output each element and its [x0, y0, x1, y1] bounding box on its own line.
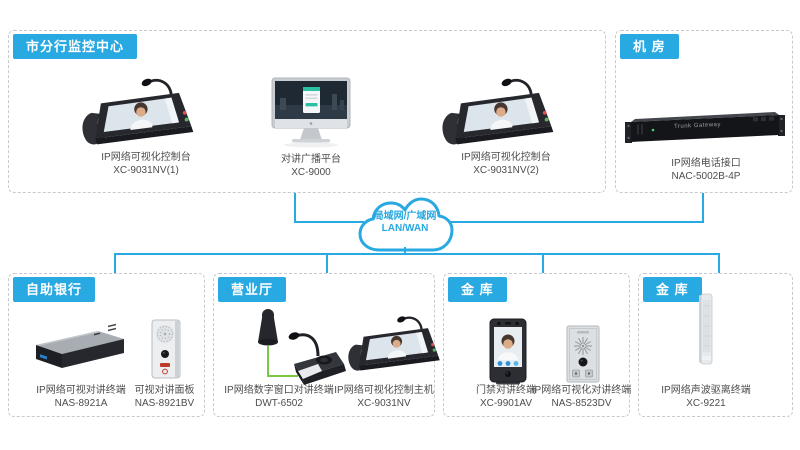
device-caption: IP网络可视化对讲终端 NAS-8523DV: [524, 384, 639, 410]
intercom-console-icon: [429, 71, 569, 151]
connection-line-center-down: [294, 193, 296, 223]
group-monitoring-center: 市分行监控中心 IP网络可视化控制台 XC-9031NV(1) 对讲广播平台 X…: [8, 30, 606, 193]
connection-line-machineroom-down: [702, 193, 704, 223]
intercom-terminal-box-icon: [24, 319, 134, 377]
broadcast-platform-monitor-icon: [256, 76, 366, 150]
device-model: NAS-8921BV: [134, 398, 195, 409]
group-business-hall-label: 营业厅: [218, 277, 287, 302]
device-name: 对讲广播平台: [281, 154, 341, 165]
connection-line-to-cloud-left: [294, 221, 364, 223]
device-name: 可视对讲面板: [134, 385, 195, 396]
device-model: NAS-8921A: [54, 398, 108, 409]
device-model: NAS-8523DV: [551, 398, 612, 409]
device-name: IP网络数字窗口对讲终端: [224, 385, 334, 396]
device-model: NAC-5002B-4P: [671, 171, 741, 182]
device-name: IP网络可视化控制主机: [334, 385, 434, 396]
lan-wan-cloud: 局域网/广域网 LAN/WAN: [355, 196, 455, 258]
cloud-icon: [358, 197, 454, 252]
group-self-bank-label: 自助银行: [13, 277, 96, 302]
cloud-label-line2: LAN/WAN: [381, 223, 429, 234]
cloud-label-line1: 局域网/广域网: [373, 211, 437, 222]
group-machine-room-label: 机 房: [620, 34, 679, 59]
connection-drop-selfbank: [114, 253, 116, 273]
group-vault-2-label: 金 库: [643, 277, 702, 302]
device-caption: IP网络数字窗口对讲终端 DWT-6502: [219, 384, 339, 410]
device-caption: 可视对讲面板 NAS-8921BV: [112, 384, 217, 410]
device-model: XC-9901AV: [479, 398, 533, 409]
group-machine-room: 机 房 Trunk Gateway IP网络电话接口 NAC-5002B-4P: [615, 30, 793, 193]
device-model: XC-9031NV(1): [113, 165, 179, 176]
steel-intercom-panel-icon: [564, 324, 602, 384]
group-vault-1: 金 库 门禁对讲终端 XC-9901AV IP网络可视化对讲终端 NAS-852…: [443, 273, 631, 417]
device-model: XC-9221: [686, 398, 726, 409]
intercom-console-icon: [340, 310, 450, 376]
device-name: IP网络电话接口: [671, 158, 741, 169]
device-caption: IP网络声波驱离终端 XC-9221: [646, 384, 766, 410]
connection-line-cloud-bottom: [404, 247, 406, 255]
video-door-panel-icon: [149, 318, 183, 380]
device-name: IP网络可视化对讲终端: [531, 385, 632, 396]
device-model: XC-9031NV: [357, 398, 411, 409]
column-speaker-icon: [694, 292, 718, 366]
device-name: 门禁对讲终端: [476, 385, 536, 396]
device-caption: IP网络可视化控制台 XC-9031NV(2): [421, 151, 591, 177]
device-model: XC-9000: [291, 167, 331, 178]
group-monitoring-center-label: 市分行监控中心: [13, 34, 138, 59]
device-caption: 对讲广播平台 XC-9000: [241, 153, 381, 179]
device-name: IP网络可视化控制台: [101, 152, 191, 163]
group-self-bank: 自助银行 IP网络可视对讲终端 NAS-8921A 可视对讲面板 NAS-892…: [8, 273, 205, 417]
device-name: IP网络可视化控制台: [461, 152, 551, 163]
connection-drop-hall: [326, 253, 328, 273]
access-control-terminal-icon: [486, 317, 530, 387]
device-caption: IP网络可视化控制主机 XC-9031NV: [324, 384, 444, 410]
device-caption: IP网络电话接口 NAC-5002B-4P: [631, 157, 781, 183]
group-business-hall: 营业厅 IP网络数字窗口对讲终端 DWT-6502 IP网络可视化控制主机 XC…: [213, 273, 435, 417]
device-model: DWT-6502: [255, 398, 303, 409]
group-vault-1-label: 金 库: [448, 277, 507, 302]
window-intercom-terminal-icon: [232, 302, 352, 397]
device-caption: 门禁对讲终端 XC-9901AV: [446, 384, 566, 410]
device-name: IP网络声波驱离终端: [661, 385, 751, 396]
device-name: IP网络可视对讲终端: [36, 385, 126, 396]
cloud-label: 局域网/广域网 LAN/WAN: [355, 211, 455, 235]
connection-drop-vault-1: [542, 253, 544, 273]
connection-drop-vault-2: [718, 253, 720, 273]
device-caption: IP网络可视化控制台 XC-9031NV(1): [61, 151, 231, 177]
connection-line-to-cloud-right: [448, 221, 704, 223]
connection-bus-line: [114, 253, 720, 255]
device-caption: IP网络可视对讲终端 NAS-8921A: [11, 384, 151, 410]
trunk-gateway-rack-icon: [625, 112, 785, 143]
intercom-console-icon: [69, 71, 209, 151]
device-model: XC-9031NV(2): [473, 165, 539, 176]
group-vault-2: 金 库 IP网络声波驱离终端 XC-9221: [638, 273, 793, 417]
